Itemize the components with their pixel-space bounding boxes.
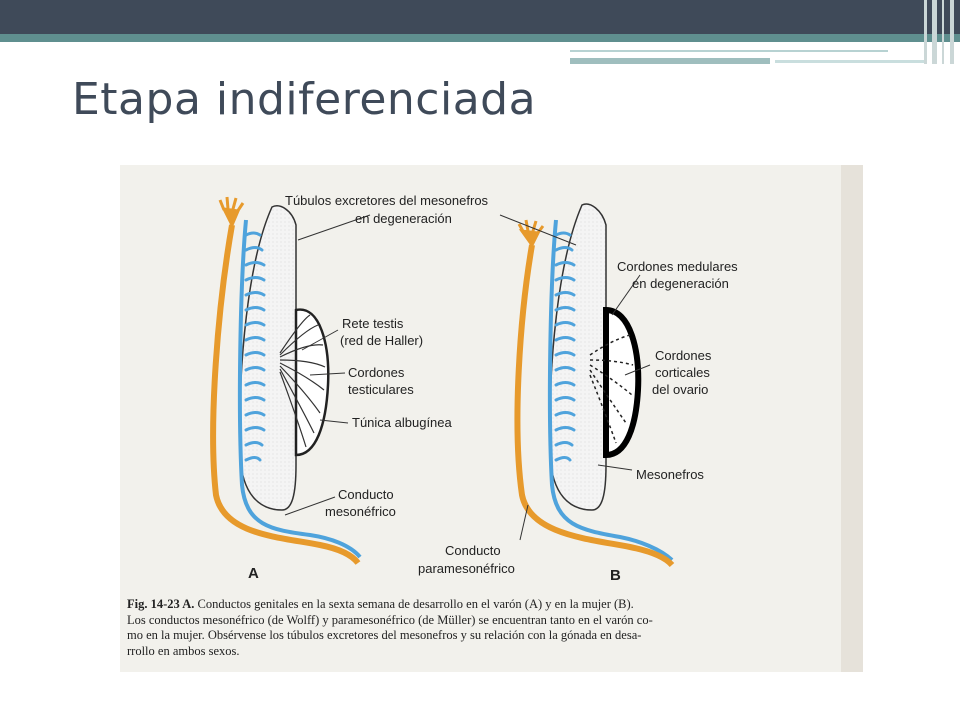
- label-cordones-test-1: Cordones: [348, 365, 405, 380]
- mesonephros-body-a: [239, 205, 297, 511]
- panel-a-diagram: [210, 196, 362, 565]
- panel-label-a: A: [248, 565, 259, 582]
- leader-lines: [284, 214, 651, 541]
- label-medulares-1: Cordones medulares: [617, 259, 738, 274]
- fimbriae-a: [218, 196, 245, 229]
- paramesonephric-duct-a: [210, 224, 361, 565]
- embryology-figure: Túbulos excretores del mesonefros en deg…: [120, 165, 863, 672]
- label-tubulos-1: Túbulos excretores del mesonefros: [285, 193, 489, 208]
- decorative-line: [570, 50, 888, 52]
- slide-accent-bar: [0, 34, 960, 42]
- testicular-cords: [279, 314, 326, 448]
- corner-decoration: [920, 0, 960, 64]
- label-corticales-2: corticales: [655, 365, 710, 380]
- caption-line-4: rrollo en ambos sexos.: [127, 643, 240, 658]
- excretory-tubules-b: [554, 231, 576, 462]
- slide-top-bar: [0, 0, 960, 34]
- testis-gonad: [294, 308, 330, 457]
- caption-fig-id: Fig. 14-23 A.: [127, 597, 195, 611]
- label-conducto-meso-2: mesonéfrico: [325, 504, 396, 519]
- ovary-gonad: [603, 306, 642, 459]
- label-conducto-para-2: paramesonéfrico: [418, 561, 515, 576]
- caption-line-1: Conductos genitales en la sexta semana d…: [194, 597, 634, 611]
- slide-title: Etapa indiferenciada: [72, 74, 537, 125]
- label-medulares-2: en degeneración: [632, 276, 729, 291]
- label-rete-2: (red de Haller): [340, 333, 423, 348]
- decorative-line: [570, 58, 770, 64]
- mesonephric-duct-a: [237, 219, 362, 559]
- label-tunica: Túnica albugínea: [352, 415, 453, 430]
- label-conducto-meso-1: Conducto: [338, 487, 394, 502]
- mesonephric-duct-b: [547, 219, 674, 562]
- label-conducto-para-1: Conducto: [445, 543, 501, 558]
- cortical-cords: [589, 334, 634, 444]
- panel-b-diagram: [514, 203, 675, 568]
- caption-line-3: mo en la mujer. Obsérvense los túbulos e…: [127, 628, 642, 642]
- genital-ducts-diagram: Túbulos excretores del mesonefros en deg…: [210, 193, 738, 584]
- panel-label-b: B: [610, 567, 621, 584]
- decorative-line: [775, 60, 925, 63]
- figure-caption: Fig. 14-23 A. Conductos genitales en la …: [127, 597, 845, 659]
- label-mesonefros: Mesonefros: [636, 467, 704, 482]
- label-corticales-3: del ovario: [652, 382, 708, 397]
- label-rete-1: Rete testis: [342, 316, 404, 331]
- page-edge: [841, 165, 863, 672]
- label-corticales-1: Cordones: [655, 348, 712, 363]
- paramesonephric-duct-b: [514, 244, 675, 568]
- caption-line-2: Los conductos mesonéfrico (de Wolff) y p…: [127, 612, 653, 627]
- excretory-tubules-a: [244, 231, 266, 462]
- label-cordones-test-2: testiculares: [348, 382, 414, 397]
- label-tubulos-2: en degeneración: [355, 211, 452, 226]
